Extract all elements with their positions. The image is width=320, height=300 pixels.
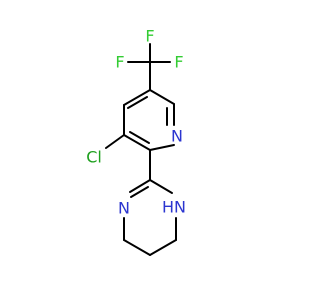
chlorine-label: Cl — [86, 148, 102, 167]
bond-c5-c6 — [149, 89, 175, 105]
bond-c2-c3 — [123, 134, 151, 151]
bond-c2p-n1h — [149, 179, 173, 194]
pyridine-ring-bonds — [105, 89, 175, 151]
bond-c5-c6p — [149, 239, 177, 256]
bond-n1-c2 — [149, 144, 175, 151]
trifluoromethyl-bonds — [127, 43, 171, 91]
bond-c4-c4-inner — [127, 96, 148, 109]
pyridine-nitrogen-label: N — [171, 127, 183, 146]
molecule-canvas: F F F Cl N N H N — [86, 27, 186, 256]
bond-c5-c4 — [123, 89, 151, 106]
amine-hydrogen-label: H — [162, 198, 174, 217]
bond-c2p-n3 — [129, 179, 151, 193]
bond-c2p-n3-inner — [130, 186, 149, 198]
tetrahydropyrimidine-ring-bonds — [123, 179, 177, 256]
bond-c2-c3-inner — [129, 131, 150, 144]
bond-c3-cl — [105, 134, 125, 149]
imine-nitrogen-label: N — [118, 199, 130, 218]
fluorine-top-label: F — [145, 27, 154, 46]
bond-c4-c5 — [123, 239, 151, 256]
amine-nitrogen-label: N — [174, 198, 186, 217]
fluorine-left-label: F — [115, 53, 124, 72]
fluorine-right-label: F — [174, 53, 183, 72]
